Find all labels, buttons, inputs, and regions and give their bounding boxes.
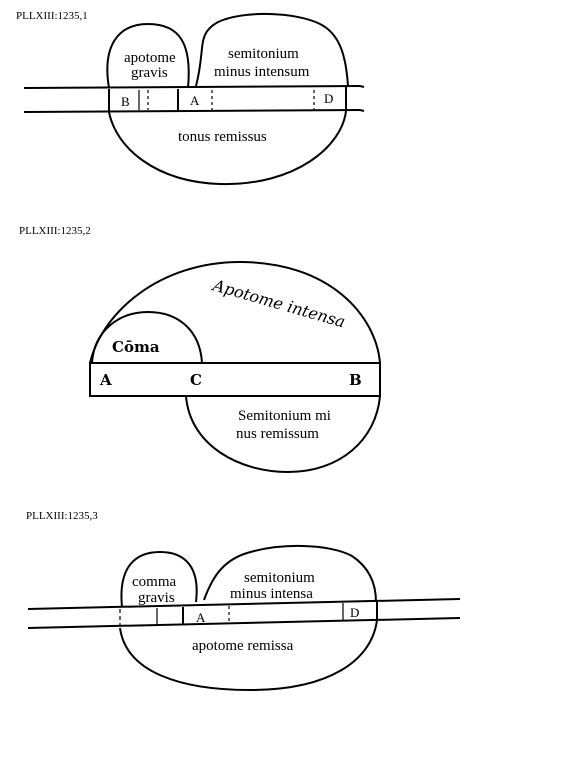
fig1-semitonium-arc: [195, 12, 349, 87]
figure-3-diagram: [27, 544, 461, 692]
figure-1-diagram: [23, 12, 365, 186]
figure-1-caption: PLLXIII:1235,1: [16, 10, 88, 22]
fig1-label-apotome: apotome: [124, 50, 176, 66]
fig2-apotome-intensa-arc: [89, 260, 381, 364]
fig1-staff-bottom: [23, 109, 361, 113]
fig1-label-tonus-remissus: tonus remissus: [178, 129, 267, 145]
fig2-mark-a: A: [99, 371, 112, 389]
fig2-label-coma: Cōma: [112, 338, 160, 356]
fig1-mark-d: D: [324, 91, 333, 106]
fig3-comma-gravis-arc: [120, 550, 198, 608]
fig1-apotome-gravis-arc: [106, 22, 190, 89]
figure-2-diagram: [89, 260, 381, 474]
figure-3-caption: PLLXIII:1235,3: [26, 510, 98, 522]
fig2-semitonium-arc: [185, 395, 381, 474]
fig1-mark-a: A: [190, 93, 200, 108]
fig3-mark-d: D: [350, 605, 359, 620]
fig3-label-apotome-remissa: apotome remissa: [192, 638, 294, 654]
fig3-staff-top: [27, 598, 461, 610]
fig1-mark-b: B: [121, 94, 130, 109]
fig1-tonus-remissus-arc: [108, 110, 347, 186]
fig2-label-semitonium-line2: nus remissum: [236, 426, 319, 442]
fig1-staff-top: [23, 85, 361, 89]
fig2-label-semitonium-line1: Semitonium mi: [238, 408, 331, 424]
fig3-label-semitonium: semitonium: [244, 570, 315, 586]
fig3-semitonium-arc: [203, 544, 377, 603]
fig2-staff: [89, 362, 381, 397]
fig2-mark-c: C: [190, 371, 202, 389]
fig3-staff-bottom: [27, 617, 461, 629]
figure-2-caption: PLLXIII:1235,2: [19, 225, 91, 237]
fig1-label-semitonium: semitonium: [228, 46, 299, 62]
fig2-mark-b: B: [349, 371, 362, 389]
fig3-label-minus-intensa: minus intensa: [230, 586, 313, 602]
fig3-label-gravis: gravis: [138, 590, 175, 606]
fig1-label-gravis: gravis: [131, 65, 168, 81]
fig2-coma-arc: [91, 310, 203, 364]
fig3-apotome-remissa-arc: [119, 619, 378, 692]
fig1-label-minus-intensum: minus intensum: [214, 64, 310, 80]
fig3-mark-a: A: [196, 610, 206, 625]
fig3-label-comma: comma: [132, 574, 176, 590]
